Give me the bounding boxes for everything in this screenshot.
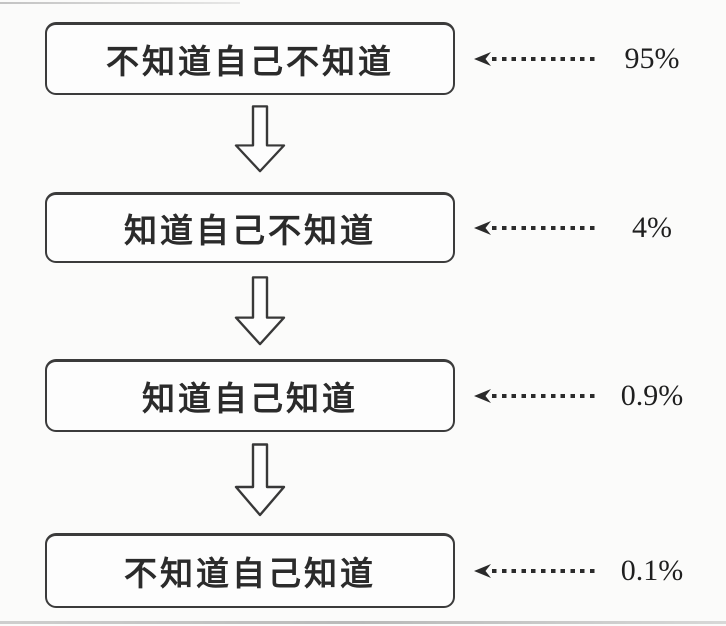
dotted-arrow-row-4: 0.1%: [474, 533, 714, 608]
flow-box-4: 不知道自己知道: [45, 533, 455, 608]
scan-artifact-top: [0, 2, 240, 4]
flow-box-1: 不知道自己不知道: [45, 22, 455, 95]
left-arrowhead-icon: [474, 220, 491, 235]
left-arrowhead-icon: [474, 51, 491, 66]
dotted-line: [492, 568, 598, 573]
scan-artifact-bottom: [0, 621, 726, 624]
down-arrow-icon-1: [234, 105, 286, 173]
flow-box-1-label: 不知道自己不知道: [106, 45, 394, 81]
flow-box-3: 知道自己知道: [45, 359, 455, 432]
dotted-line: [492, 393, 598, 398]
percent-label-3: 0.9%: [620, 378, 684, 412]
dotted-arrow-row-2: 4%: [474, 192, 714, 263]
dotted-line: [492, 225, 598, 230]
flow-box-2-label: 知道自己不知道: [124, 214, 376, 250]
down-arrow-icon-3: [234, 443, 286, 517]
left-arrowhead-icon: [474, 388, 491, 403]
dotted-arrow-row-1: 95%: [474, 22, 714, 95]
dotted-arrow-row-3: 0.9%: [474, 359, 714, 432]
percent-label-2: 4%: [632, 210, 672, 244]
flow-box-4-label: 不知道自己知道: [124, 557, 376, 593]
percent-label-4: 0.1%: [620, 553, 684, 587]
percent-label-1: 95%: [624, 41, 680, 75]
flow-box-2: 知道自己不知道: [45, 192, 455, 263]
flow-box-3-label: 知道自己知道: [142, 382, 358, 418]
left-arrowhead-icon: [474, 563, 491, 578]
dotted-line: [492, 56, 598, 61]
down-arrow-icon-2: [234, 276, 286, 346]
